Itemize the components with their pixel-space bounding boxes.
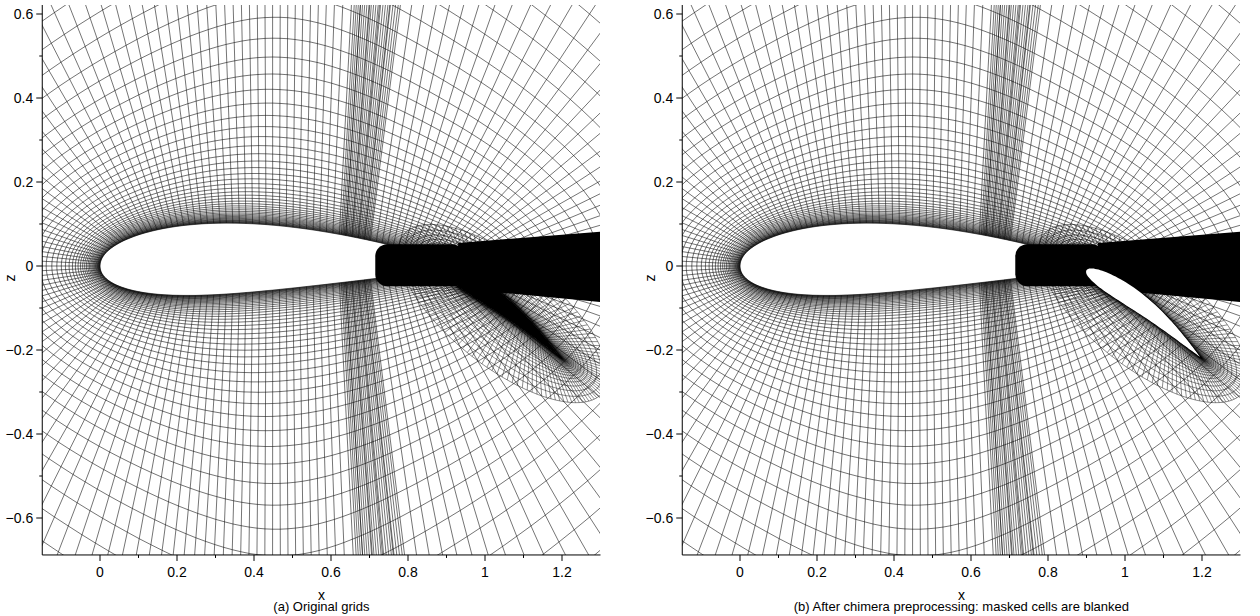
- flap-grid: [398, 224, 600, 402]
- panel-caption: (b) After chimera preprocessing: masked …: [794, 600, 1129, 613]
- tick-label: 0.2: [14, 175, 33, 189]
- plot-axes: [36, 5, 1240, 561]
- tick-label: 0.8: [1038, 565, 1057, 579]
- grid-panel: [42, 5, 600, 555]
- tick-label: −0.6: [6, 511, 34, 525]
- flap-blanked-cells: [1086, 268, 1200, 357]
- tick-label: 0.6: [654, 7, 673, 21]
- tick-label: 1: [1121, 565, 1129, 579]
- main-element-grid: [682, 5, 1240, 555]
- flap-grid: [1038, 224, 1240, 402]
- axis-lines: [36, 5, 600, 561]
- tick-label: 0.6: [14, 7, 33, 21]
- tick-label: 0: [25, 259, 33, 273]
- main-element-grid: [42, 5, 600, 555]
- tick-label: −0.4: [6, 427, 34, 441]
- tick-label: 0.2: [654, 175, 673, 189]
- tick-label: 1.2: [1192, 565, 1211, 579]
- grid-panel: [682, 5, 1240, 555]
- tick-label: 0.2: [167, 565, 186, 579]
- tick-label: 0.6: [961, 565, 980, 579]
- tick-label: 1.2: [552, 565, 571, 579]
- flap-overlap-region: [446, 268, 560, 357]
- tick-label: 0.4: [14, 91, 33, 105]
- tick-label: −0.4: [646, 427, 674, 441]
- tick-label: 0.2: [807, 565, 826, 579]
- tick-label: −0.2: [6, 343, 34, 357]
- tick-label: 0: [736, 565, 744, 579]
- tick-label: 0.4: [654, 91, 673, 105]
- tick-label: 0: [665, 259, 673, 273]
- axis-title: z: [643, 275, 657, 282]
- axis-lines: [676, 5, 1240, 561]
- panel-caption: (a) Original grids: [273, 600, 369, 613]
- tick-label: −0.2: [646, 343, 674, 357]
- tick-label: 0.4: [244, 565, 263, 579]
- tick-label: 0.8: [398, 565, 417, 579]
- axis-title: z: [3, 275, 17, 282]
- tick-label: −0.6: [646, 511, 674, 525]
- tick-label: 0: [96, 565, 104, 579]
- tick-label: 1: [481, 565, 489, 579]
- tick-label: 0.4: [884, 565, 903, 579]
- tick-label: 0.6: [321, 565, 340, 579]
